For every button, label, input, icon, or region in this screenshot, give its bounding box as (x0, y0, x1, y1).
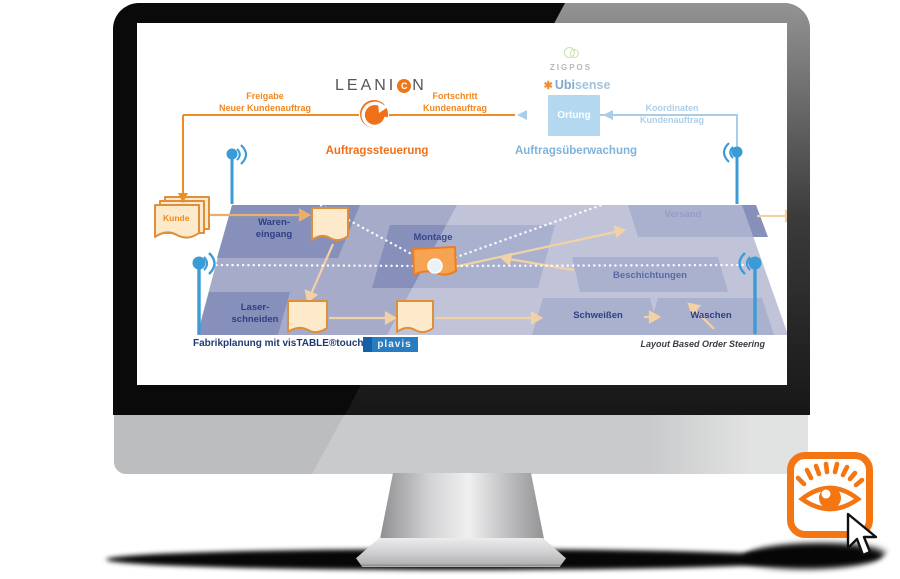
ubisense-logo: ✱Ubisense (544, 78, 611, 92)
zone-laserschneiden (198, 292, 290, 335)
label-kunde: Kunde (163, 213, 190, 223)
koordinaten-line2: Kundenauftrag (640, 114, 704, 125)
label-waschen: Waschen (690, 310, 732, 321)
mouse-cursor-icon (846, 512, 878, 557)
ubisense-bold: Ubi (554, 78, 575, 92)
label-fortschritt: Fortschritt Kundenauftrag (423, 91, 487, 114)
arrow-koordinaten (603, 110, 613, 120)
floor-zones (198, 205, 774, 335)
zigpos-logo: ZIGPOS (550, 45, 592, 72)
label-auftragssteuerung: Auftragssteuerung (325, 145, 429, 157)
label-beschichtungen: Beschichtungen (613, 270, 687, 281)
zone-waschen (647, 298, 774, 335)
ubisense-mark-icon: ✱ (543, 80, 553, 92)
label-auftragsueberwachung: Auftragsüberwachung (514, 145, 638, 157)
monitor-stand-neck (380, 473, 544, 539)
monitor-chin (114, 415, 808, 474)
label-koordinaten: Koordinaten Kundenauftrag (640, 103, 704, 126)
kunde-flow-arrow (201, 208, 312, 222)
doc-wareneingang (311, 207, 349, 242)
fortschritt-line1: Fortschritt (432, 91, 478, 101)
kunde-doc-front (154, 204, 200, 239)
caption-fabrikplanung: Fabrikplanung mit visTABLE®touch (193, 338, 364, 349)
leanion-o-icon: C (397, 79, 412, 93)
ubisense-light: sense (574, 78, 611, 92)
wareneingang-line2: eingang (255, 228, 293, 240)
label-schweissen: Schweißen (573, 310, 623, 321)
laserschneiden-line1: Laser- (240, 302, 270, 313)
zone-schweissen (532, 298, 660, 335)
freigabe-line1: Freigabe (246, 91, 284, 101)
leanion-loop-badge (360, 100, 388, 129)
label-versand: Versand (664, 209, 702, 220)
chin-glare (312, 415, 808, 474)
orange-control-lines (182, 114, 515, 194)
koordinaten-line1: Koordinaten (645, 103, 699, 113)
blue-monitoring-lines (600, 114, 738, 149)
ortung-box: Ortung (548, 95, 600, 136)
order-documents (154, 196, 434, 334)
freigabe-line2: Neuer Kundenauftrag (218, 102, 312, 113)
diagram-graphics (154, 100, 798, 335)
arrow-fortschritt (517, 110, 527, 120)
caption-layout-based-order-steering: Layout Based Order Steering (640, 339, 765, 349)
label-laserschneiden: Laser- schneiden (232, 302, 279, 325)
label-wareneingang: Waren- eingang (256, 217, 292, 240)
uwb-antennas (192, 142, 762, 334)
location-rays (204, 155, 750, 268)
fortschritt-line2: Kundenauftrag (423, 102, 487, 113)
doc-montage-queue (396, 300, 434, 334)
plavis-logo: plavis (363, 337, 418, 352)
label-freigabe: Freigabe Neuer Kundenauftrag (219, 91, 311, 114)
arrow-to-kunde (178, 193, 188, 203)
zigpos-wordmark: ZIGPOS (549, 63, 593, 72)
zone-versand (628, 205, 768, 237)
uwb-tag-dot (427, 258, 443, 274)
zigpos-ring-icon (569, 49, 579, 58)
doc-laserschneiden (287, 300, 328, 334)
chin-glare-right (648, 415, 808, 474)
floor-glare (387, 205, 788, 335)
eye-icon (795, 461, 865, 512)
laserschneiden-line2: schneiden (231, 313, 279, 325)
monitor-stand-base (356, 538, 566, 567)
wareneingang-line1: Waren- (258, 217, 290, 228)
leanion-text-right: N (412, 77, 427, 94)
leanion-text-left: LEANI (335, 77, 397, 94)
label-montage: Montage (413, 232, 453, 243)
